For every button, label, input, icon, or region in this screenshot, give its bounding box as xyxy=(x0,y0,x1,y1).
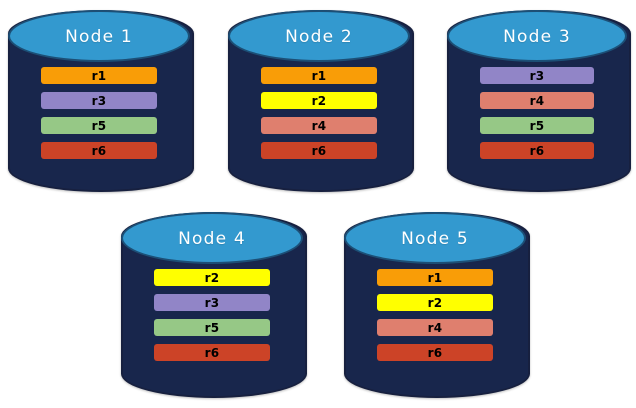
replica-bar-r6[interactable]: r6 xyxy=(261,142,377,159)
replica-label: r4 xyxy=(529,93,545,108)
database-node-3[interactable]: Node 3 r3 r4 r5 r6 xyxy=(447,10,631,192)
cylinder-top-icon: Node 2 xyxy=(228,10,410,62)
replica-bar-r4[interactable]: r4 xyxy=(480,92,594,109)
replica-bar-r1[interactable]: r1 xyxy=(377,269,493,286)
node-title: Node 3 xyxy=(503,26,571,47)
replica-bar-r6[interactable]: r6 xyxy=(41,142,157,159)
node-title: Node 1 xyxy=(65,26,133,47)
replica-bar-r6[interactable]: r6 xyxy=(154,344,270,361)
replica-label: r2 xyxy=(311,93,327,108)
replica-bar-r4[interactable]: r4 xyxy=(377,319,493,336)
replica-bar-r3[interactable]: r3 xyxy=(41,92,157,109)
replica-label: r2 xyxy=(427,295,443,310)
replica-list: r2 r3 r5 r6 xyxy=(154,269,270,361)
replica-label: r3 xyxy=(204,295,220,310)
replica-bar-r6[interactable]: r6 xyxy=(377,344,493,361)
node-title: Node 2 xyxy=(285,26,353,47)
replica-label: r3 xyxy=(91,93,107,108)
replica-bar-r3[interactable]: r3 xyxy=(480,67,594,84)
replica-label: r4 xyxy=(427,320,443,335)
database-node-5[interactable]: Node 5 r1 r2 r4 r6 xyxy=(344,212,530,398)
replica-label: r6 xyxy=(529,143,545,158)
replica-list: r1 r2 r4 r6 xyxy=(261,67,377,159)
replica-bar-r5[interactable]: r5 xyxy=(154,319,270,336)
replica-list: r3 r4 r5 r6 xyxy=(480,67,594,159)
database-node-1[interactable]: Node 1 r1 r3 r5 r6 xyxy=(8,10,194,192)
replica-label: r6 xyxy=(91,143,107,158)
replica-bar-r5[interactable]: r5 xyxy=(41,117,157,134)
replica-label: r4 xyxy=(311,118,327,133)
replica-label: r5 xyxy=(204,320,220,335)
database-node-4[interactable]: Node 4 r2 r3 r5 r6 xyxy=(121,212,307,398)
replica-bar-r1[interactable]: r1 xyxy=(261,67,377,84)
replica-label: r1 xyxy=(91,68,107,83)
replica-list: r1 r2 r4 r6 xyxy=(377,269,493,361)
replica-label: r5 xyxy=(529,118,545,133)
cylinder-top-icon: Node 4 xyxy=(121,212,303,264)
cylinder-top-icon: Node 3 xyxy=(447,10,627,62)
replica-label: r6 xyxy=(427,345,443,360)
replica-bar-r2[interactable]: r2 xyxy=(377,294,493,311)
node-title: Node 4 xyxy=(178,228,246,249)
replica-label: r1 xyxy=(311,68,327,83)
replica-label: r5 xyxy=(91,118,107,133)
database-node-2[interactable]: Node 2 r1 r2 r4 r6 xyxy=(228,10,414,192)
replica-bar-r5[interactable]: r5 xyxy=(480,117,594,134)
replica-bar-r6[interactable]: r6 xyxy=(480,142,594,159)
replica-label: r3 xyxy=(529,68,545,83)
replica-list: r1 r3 r5 r6 xyxy=(41,67,157,159)
replica-label: r6 xyxy=(204,345,220,360)
replica-label: r1 xyxy=(427,270,443,285)
cylinder-top-icon: Node 5 xyxy=(344,212,526,264)
replica-label: r6 xyxy=(311,143,327,158)
replica-bar-r2[interactable]: r2 xyxy=(261,92,377,109)
replica-bar-r3[interactable]: r3 xyxy=(154,294,270,311)
replica-bar-r2[interactable]: r2 xyxy=(154,269,270,286)
cylinder-top-icon: Node 1 xyxy=(8,10,190,62)
replica-label: r2 xyxy=(204,270,220,285)
replica-bar-r4[interactable]: r4 xyxy=(261,117,377,134)
node-title: Node 5 xyxy=(401,228,469,249)
replica-bar-r1[interactable]: r1 xyxy=(41,67,157,84)
